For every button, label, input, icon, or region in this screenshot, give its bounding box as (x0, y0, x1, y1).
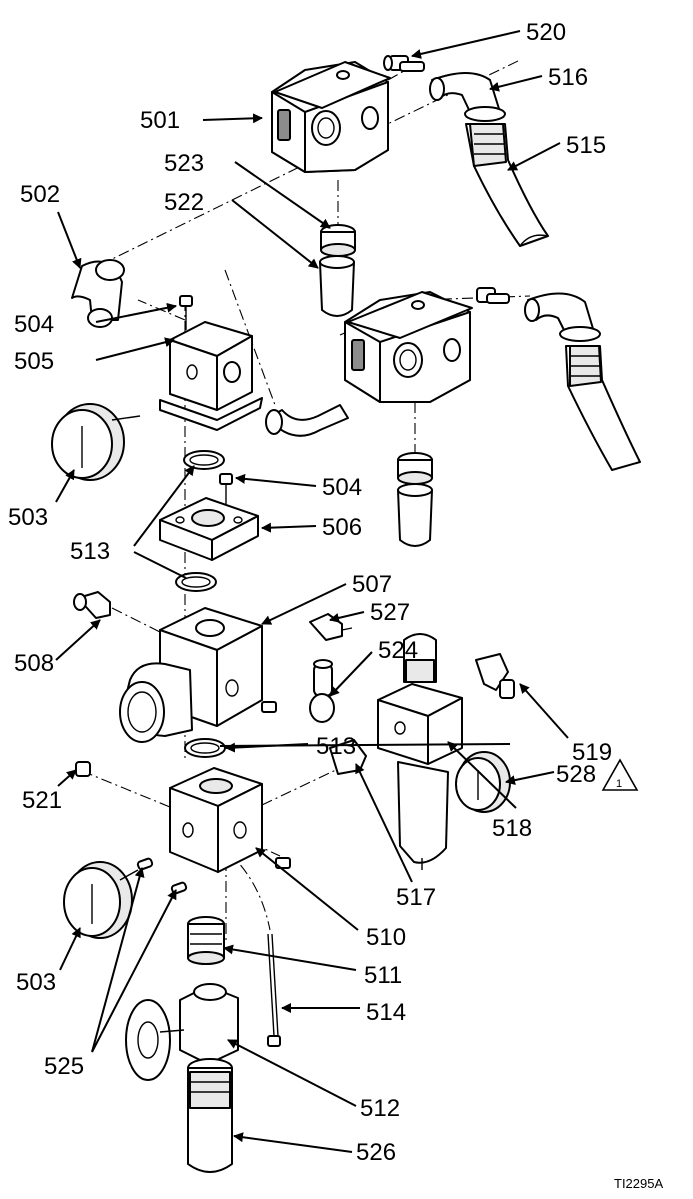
o-ring-513-lower (184, 738, 226, 758)
callout-517: 517 (396, 884, 436, 911)
pressure-gauge-503-upper (51, 403, 141, 481)
callout-528: 528 (556, 761, 596, 788)
callout-508: 508 (14, 650, 54, 677)
callout-521: 521 (22, 787, 62, 814)
swivel-elbow-upper (429, 72, 506, 122)
callout-513-upper: 513 (70, 538, 110, 565)
pressure-gauge-528 (455, 751, 511, 813)
hose-upper (465, 123, 549, 247)
leader-lines (55, 30, 569, 1153)
elbow-fitting-lower (476, 287, 510, 304)
assembly-centerlines (81, 59, 531, 940)
o-ring-513-upper (183, 450, 225, 470)
warning-number: 1 (616, 778, 622, 790)
callout-526: 526 (356, 1139, 396, 1166)
callout-505: 505 (14, 348, 54, 375)
elbow-fitting-upper (383, 55, 425, 72)
fitting-523 (320, 224, 356, 257)
callout-labels: 520 516 515 501 523 522 502 504 505 503 … (8, 19, 612, 1166)
fitting-527 (309, 613, 353, 641)
hose-lower (565, 345, 641, 471)
callout-520: 520 (526, 19, 566, 46)
adapter-plate-506 (159, 497, 259, 561)
filter-regulator-518 (377, 633, 463, 870)
warning-triangle-icon: 1 (601, 758, 639, 791)
manifold-block-510 (169, 767, 291, 873)
fitting-lower (397, 452, 433, 485)
callout-503-upper: 503 (8, 504, 48, 531)
callout-516: 516 (548, 64, 588, 91)
callout-522: 522 (164, 189, 204, 216)
screw-504-lower (219, 473, 233, 504)
callout-507: 507 (352, 571, 392, 598)
callout-525: 525 (44, 1053, 84, 1080)
callout-506: 506 (322, 514, 362, 541)
air-valve-upper (271, 61, 391, 173)
nipple-511 (187, 916, 225, 965)
callout-510: 510 (366, 924, 406, 951)
air-valve-lower (344, 291, 473, 403)
manifold-block-505 (159, 321, 263, 431)
callout-511: 511 (364, 962, 402, 989)
swivel-elbow-lower (524, 292, 601, 342)
drawing-reference: TI2295A (614, 1176, 663, 1191)
pin-525-a (136, 857, 154, 871)
elbow-502 (71, 259, 125, 328)
muffler-522 (319, 255, 355, 317)
callout-514: 514 (366, 999, 406, 1026)
plug-521 (75, 761, 91, 777)
callout-523: 523 (164, 150, 204, 177)
callout-519: 519 (572, 739, 612, 766)
callout-504-upper: 504 (14, 311, 54, 338)
ball-valve-512 (125, 983, 239, 1081)
callout-518: 518 (492, 815, 532, 842)
muffler-lower (397, 483, 433, 547)
callout-524: 524 (378, 637, 418, 664)
callout-504-lower: 504 (322, 474, 362, 501)
callout-515: 515 (566, 132, 606, 159)
callout-527: 527 (370, 599, 410, 626)
pin-525-b (170, 881, 188, 895)
callout-512: 512 (360, 1095, 400, 1122)
callout-501: 501 (140, 107, 180, 134)
screw-504-upper (179, 295, 193, 330)
valve-524 (309, 659, 335, 723)
elbow-fitting-519 (475, 653, 515, 699)
regulator-507 (119, 607, 277, 743)
plug-508 (73, 591, 111, 619)
hose-526 (187, 1058, 233, 1173)
screw-514 (267, 933, 281, 1047)
callout-502: 502 (20, 181, 60, 208)
callout-503-lower: 503 (16, 969, 56, 996)
pressure-gauge-503-lower (63, 861, 139, 939)
connector-elbow-middle (265, 404, 349, 437)
callout-513-lower: 513 (316, 733, 356, 760)
